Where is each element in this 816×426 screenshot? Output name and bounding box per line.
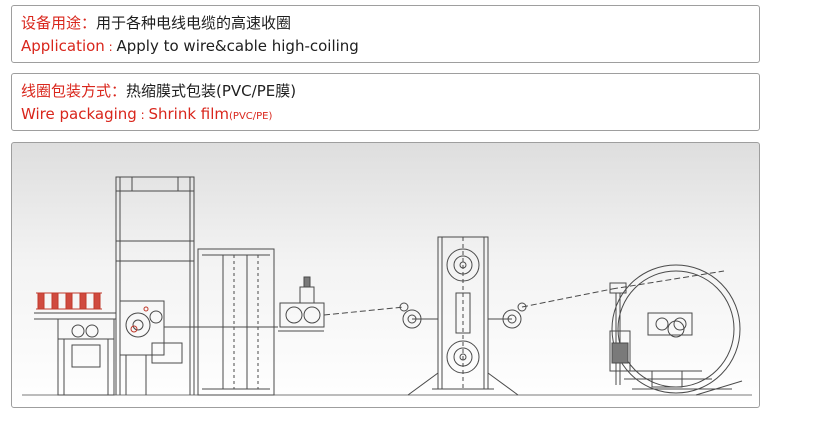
packaging-en-line: Wire packaging : Shrink film(PVC/PE) <box>21 105 272 126</box>
accumulator-tower <box>399 236 527 396</box>
application-en-line: Application : Apply to wire&cable high-c… <box>21 37 359 57</box>
application-cn-label: 设备用途： <box>21 14 97 32</box>
packaging-en-suffix: (PVC/PE) <box>229 111 273 122</box>
application-en-label: Application <box>21 37 105 55</box>
payoff-stand <box>609 264 743 396</box>
packaging-panel: 线圈包装方式：热缩膜式包装(PVC/PE膜) Wire packaging : … <box>11 73 760 131</box>
application-en-value: Apply to wire&cable high-coiling <box>116 37 359 55</box>
application-en-separator: : <box>104 40 117 54</box>
packaging-en-separator: : <box>136 108 149 122</box>
application-cn-value: 用于各种电线电缆的高速收圈 <box>96 14 292 32</box>
packaging-cn-line: 线圈包装方式：热缩膜式包装(PVC/PE膜) <box>21 82 296 101</box>
application-cn-line: 设备用途：用于各种电线电缆的高速收圈 <box>21 14 291 33</box>
application-panel: 设备用途：用于各种电线电缆的高速收圈 Application : Apply t… <box>11 5 760 63</box>
machine-drawing <box>22 176 752 396</box>
coiling-machine <box>34 176 325 396</box>
packaging-cn-label: 线圈包装方式： <box>21 82 127 100</box>
machine-drawing-panel <box>11 142 760 408</box>
packaging-cn-value: 热缩膜式包装(PVC/PE膜) <box>126 82 297 100</box>
packaging-en-label: Wire packaging <box>21 105 137 123</box>
packaging-en-value: Shrink film <box>148 105 230 123</box>
